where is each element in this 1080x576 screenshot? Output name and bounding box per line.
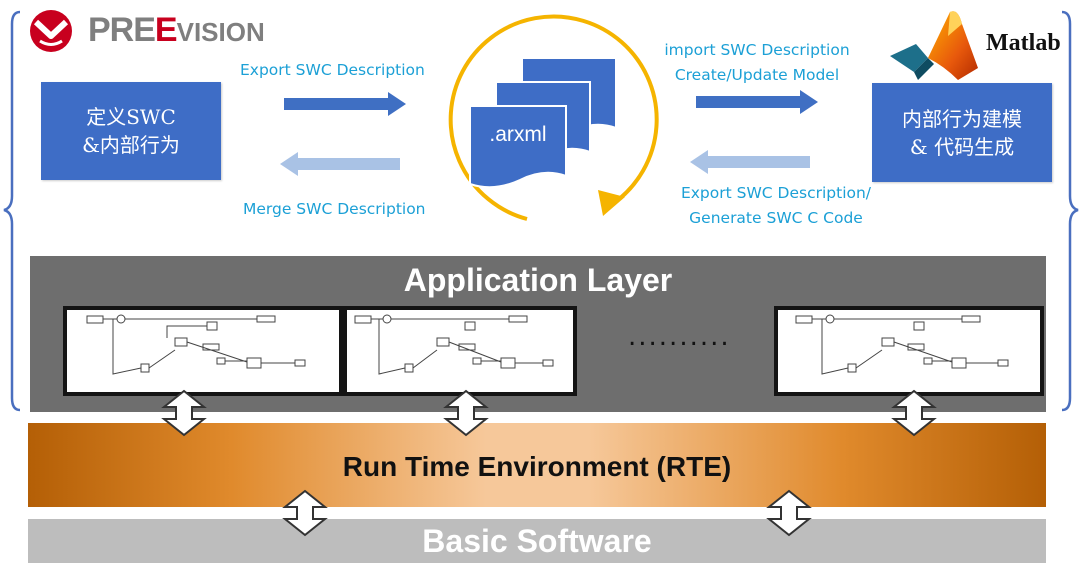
merge-arrow — [280, 152, 400, 176]
cycle-arrow — [448, 14, 659, 221]
rte-layer: Run Time Environment (RTE) — [28, 423, 1046, 507]
define-swc-box: 定义SWC &内部行为 — [41, 82, 221, 180]
swc-model-panel-2 — [343, 306, 577, 396]
export-gen-label-line1: Export SWC Description/ — [680, 184, 872, 202]
application-layer-title: Application Layer — [403, 262, 673, 298]
rte-layer-title: Run Time Environment (RTE) — [342, 451, 732, 482]
swc-model-panel-3 — [774, 306, 1044, 396]
export-gen-arrow — [690, 150, 810, 174]
left-brace — [3, 10, 21, 412]
right-brace — [1061, 10, 1079, 412]
app-rte-double-arrow-2 — [445, 390, 487, 436]
import-arrow — [696, 90, 818, 114]
swc-model-panel-1 — [63, 306, 343, 396]
basic-software-title: Basic Software — [422, 523, 652, 559]
app-rte-double-arrow-3 — [893, 390, 935, 436]
app-rte-double-arrow-1 — [163, 390, 205, 436]
application-layer: Application Layer .......... — [30, 256, 1046, 412]
rte-bsw-double-arrow-1 — [284, 490, 326, 536]
matlab-membrane-icon — [890, 11, 978, 81]
rte-bsw-double-arrow-2 — [768, 490, 810, 536]
arxml-label: .arxml — [489, 123, 547, 146]
model-codegen-box: 内部行为建模 & 代码生成 — [872, 83, 1052, 182]
import-swc-label-line2: Create/Update Model — [674, 66, 840, 84]
preevision-logo: PREEVISION — [26, 6, 316, 56]
cycle-arrowhead — [598, 190, 625, 216]
merge-swc-label: Merge SWC Description — [243, 200, 426, 218]
export-swc-label: Export SWC Description — [240, 61, 425, 79]
simulink-diagram-1 — [86, 314, 306, 375]
export-arrow — [284, 92, 406, 116]
basic-software-layer: Basic Software — [28, 519, 1046, 563]
simulink-diagram-3 — [795, 314, 1009, 375]
import-swc-label-line1: import SWC Description — [664, 41, 850, 59]
preevision-wordmark: PREEVISION — [88, 11, 265, 49]
more-components-ellipsis: .......... — [628, 322, 731, 352]
export-gen-label-line2: Generate SWC C Code — [689, 209, 863, 227]
simulink-diagram-2 — [354, 314, 554, 375]
matlab-logo: Matlab — [888, 6, 1068, 86]
arxml-documents — [469, 57, 617, 189]
preevision-logo-icon — [30, 10, 72, 52]
matlab-wordmark: Matlab — [986, 30, 1061, 56]
